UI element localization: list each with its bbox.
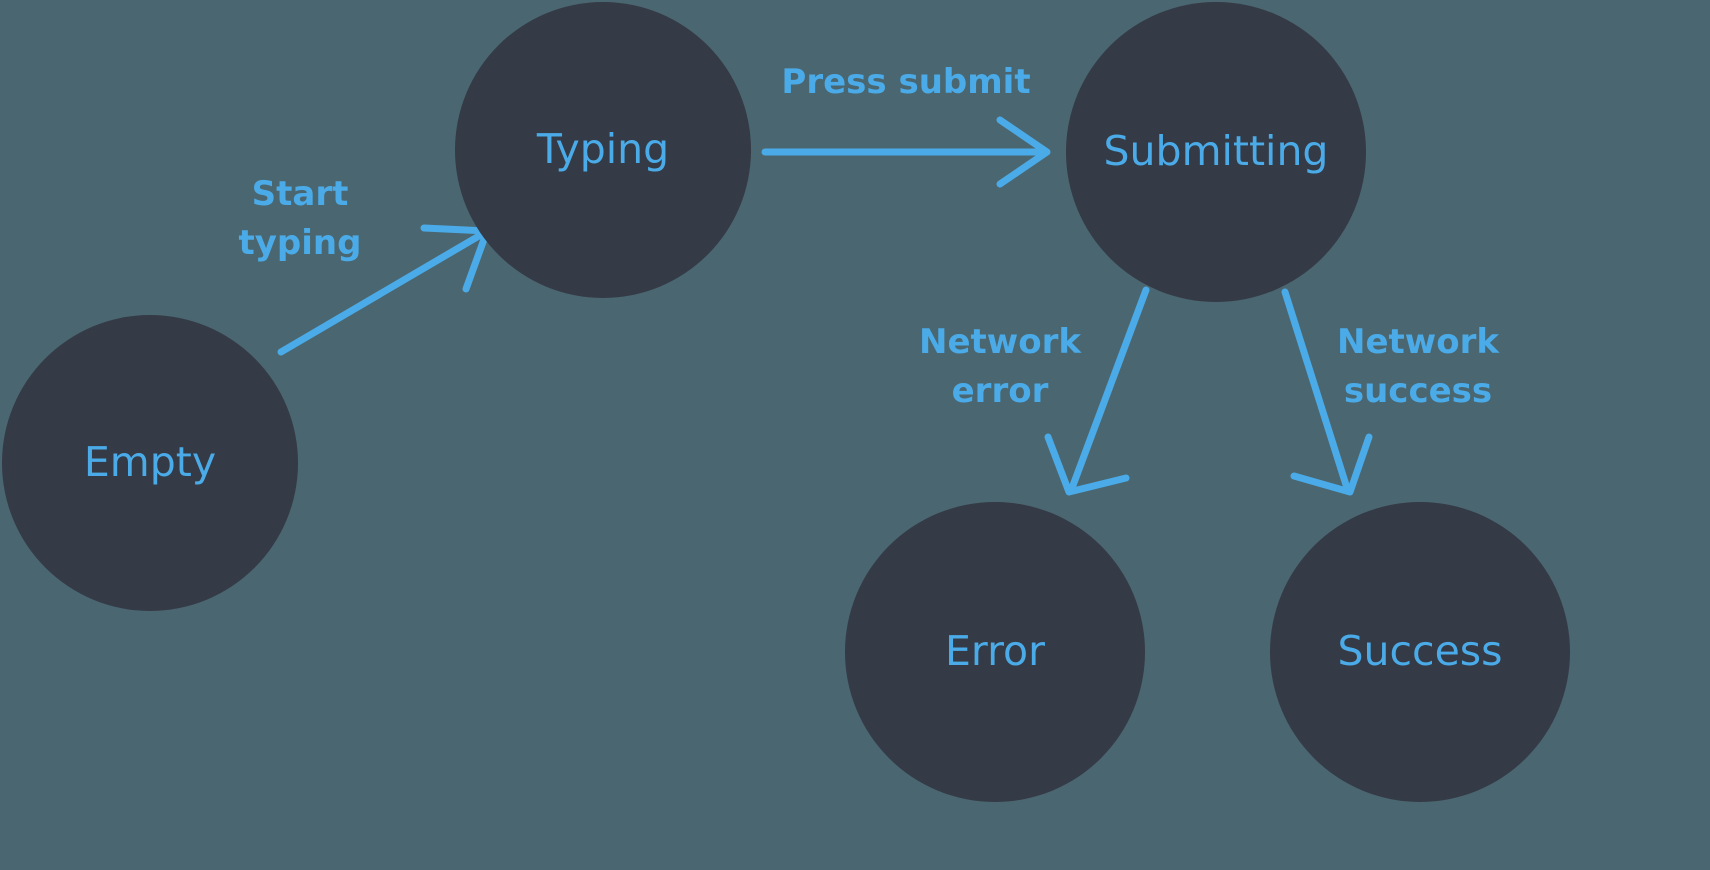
- transition-line-empty-to-typing: [277, 229, 488, 356]
- transition-line-submitting-to-error: [1068, 286, 1150, 492]
- transition-typing-to-submitting[interactable]: [761, 116, 1051, 188]
- state-node-empty[interactable]: [2, 315, 298, 611]
- state-node-submitting[interactable]: [1066, 2, 1366, 302]
- state-label-empty: Empty: [84, 438, 216, 486]
- state-circle-success: [1270, 502, 1570, 802]
- arrowhead-submitting-to-success: [1290, 433, 1373, 496]
- state-label-success: Success: [1337, 627, 1502, 675]
- transition-submitting-to-error[interactable]: [1044, 286, 1150, 496]
- arrowhead-submitting-to-error: [1044, 433, 1130, 496]
- transition-label-press-submit: Press submit: [781, 62, 1030, 102]
- state-node-success[interactable]: [1270, 502, 1570, 802]
- transition-submitting-to-success[interactable]: [1281, 288, 1373, 496]
- state-label-error: Error: [945, 627, 1045, 675]
- transition-line-submitting-to-success: [1281, 288, 1351, 492]
- state-label-submitting: Submitting: [1104, 127, 1329, 175]
- state-circle-empty: [2, 315, 298, 611]
- state-circle-typing: [455, 2, 751, 298]
- arrowhead-typing-to-submitting: [996, 116, 1051, 188]
- state-node-typing[interactable]: [455, 2, 751, 298]
- state-node-error[interactable]: [845, 502, 1145, 802]
- state-label-typing: Typing: [536, 125, 669, 173]
- state-circle-submitting: [1066, 2, 1366, 302]
- state-circle-error: [845, 502, 1145, 802]
